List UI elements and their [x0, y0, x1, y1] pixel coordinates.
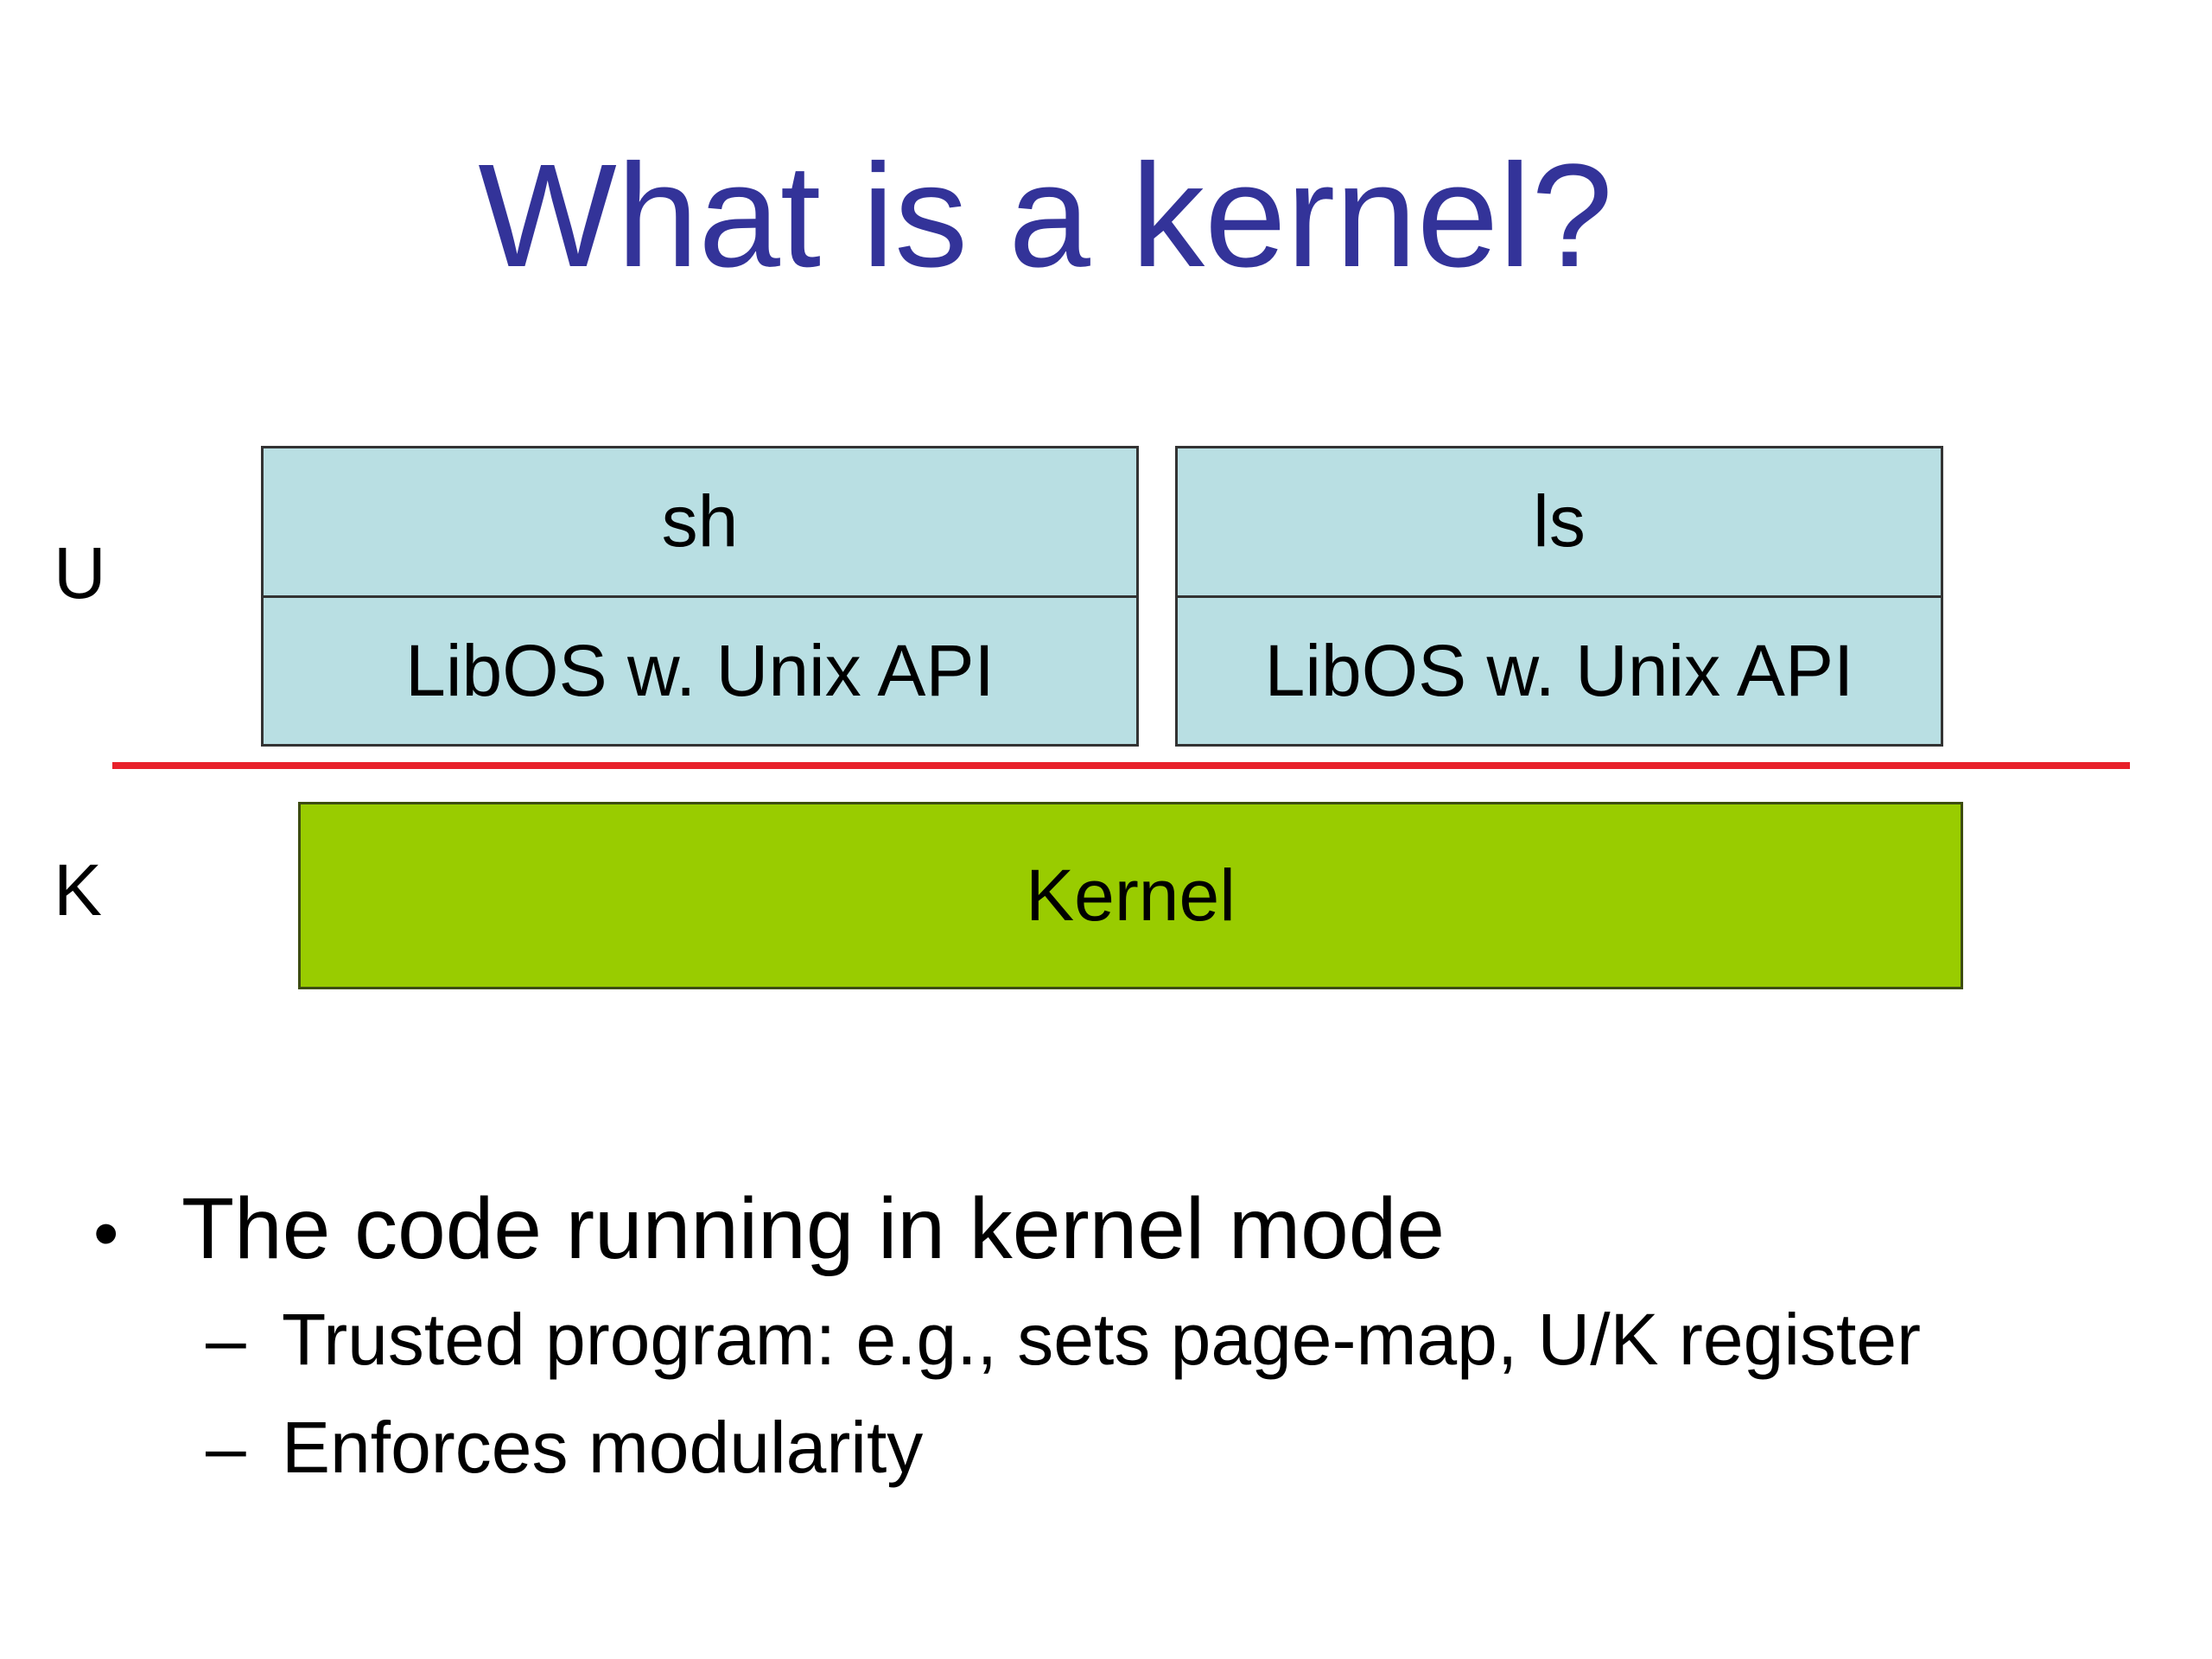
kernel-mode-label: K — [54, 849, 103, 931]
sub-bullet-text: Trusted program: e.g., sets page-map, U/… — [282, 1299, 1922, 1380]
user-kernel-boundary-line — [112, 762, 2130, 769]
sh-program-box: sh — [661, 480, 739, 563]
main-bullet-text: The code running in kernel mode — [181, 1180, 1446, 1277]
main-bullet: • The code running in kernel mode — [93, 1177, 1445, 1285]
ls-program-box: ls — [1533, 480, 1586, 563]
bullet-marker: • — [93, 1192, 119, 1274]
sub-bullet: – Trusted program: e.g., sets page-map, … — [206, 1296, 1921, 1382]
sh-libos-box: LibOS w. Unix API — [264, 594, 1136, 745]
sub-bullet: – Enforces modularity — [206, 1404, 923, 1491]
sub-bullet-marker: – — [206, 1407, 246, 1488]
sh-process-stack: sh LibOS w. Unix API — [261, 446, 1139, 747]
slide-title: What is a kernel? — [478, 134, 1613, 298]
ls-libos-box: LibOS w. Unix API — [1178, 594, 1941, 745]
kernel-box: Kernel — [298, 802, 1963, 989]
user-mode-label: U — [54, 532, 106, 613]
ls-process-stack: ls LibOS w. Unix API — [1175, 446, 1943, 747]
sub-bullet-text: Enforces modularity — [282, 1407, 924, 1488]
sub-bullet-marker: – — [206, 1299, 246, 1380]
